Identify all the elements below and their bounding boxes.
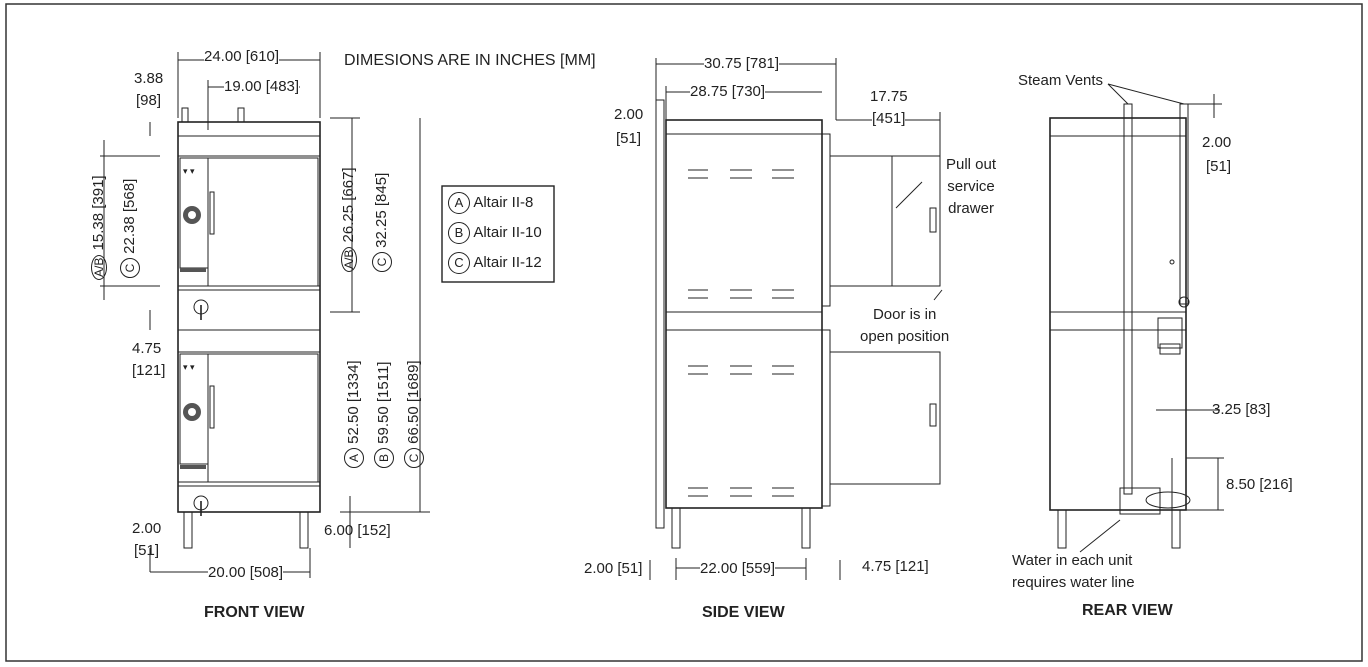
side-top-a: 2.00 — [614, 106, 644, 123]
front-h2-c-value: 32.25 [845] — [373, 172, 390, 248]
front-legh-b: [51] — [134, 542, 160, 559]
front-h-ab-value: 15.38 [391] — [90, 175, 107, 251]
rear-water-h: 8.50 [216] — [1226, 476, 1293, 493]
svg-text:▾ ▾: ▾ ▾ — [183, 166, 195, 176]
front-leg-span: 20.00 [508] — [208, 564, 284, 581]
side-w-total: 30.75 [781] — [704, 55, 780, 72]
front-tot-b: B 59.50 [1511] — [374, 362, 394, 468]
front-tot-a-value: 52.50 [1334] — [345, 360, 362, 444]
rear-top-a: 2.00 — [1202, 134, 1232, 151]
front-h-c-value: 22.38 [568] — [121, 178, 138, 254]
legend-model-a: Altair II-8 — [473, 194, 534, 211]
rear-view-title: REAR VIEW — [1082, 602, 1173, 619]
front-h2-ab: A/B 26.25 [667] — [340, 167, 357, 272]
front-tag-a: A — [344, 448, 364, 468]
water-note-line-2: requires water line — [1012, 574, 1135, 591]
legend-row-b: B Altair II-10 — [448, 222, 542, 244]
legend-letter-b: B — [448, 222, 470, 244]
front-tag-c: C — [120, 258, 140, 278]
front-tot-b-value: 59.50 [1511] — [375, 361, 392, 444]
front-leg-h: 6.00 [152] — [324, 522, 391, 539]
water-note-line-1: Water in each unit — [1012, 552, 1133, 569]
drawer-note-line-1: Pull out — [946, 156, 997, 173]
front-gap-a: 4.75 — [132, 340, 162, 357]
front-tot-c: C 66.50 [1689] — [404, 360, 424, 468]
units-note: DIMESIONS ARE IN INCHES [MM] — [344, 52, 596, 69]
door-note-line-2: open position — [860, 328, 950, 345]
side-bot-left: 2.00 [51] — [584, 560, 643, 577]
front-w-total: 24.00 [610] — [204, 48, 280, 65]
front-h2-ab-value: 26.25 [667] — [340, 167, 357, 243]
drawer-note-line-3: drawer — [948, 200, 994, 217]
side-top-b: [51] — [616, 130, 642, 147]
front-tag-b: B — [374, 448, 394, 468]
side-leg-span: 22.00 [559] — [700, 560, 776, 577]
front-view-title: FRONT VIEW — [204, 604, 305, 621]
door-note-line-1: Door is in — [872, 306, 937, 323]
rear-side-off: 3.25 [83] — [1212, 401, 1271, 418]
front-tag-c-3: C — [404, 448, 424, 468]
legend-row-a: A Altair II-8 — [448, 192, 533, 214]
side-view-title: SIDE VIEW — [702, 604, 785, 621]
front-h-ab: A/B 15.38 [391] — [90, 175, 107, 280]
front-view: ▾ ▾ ▾ ▾ — [100, 52, 430, 578]
rear-top-b: [51] — [1206, 158, 1232, 175]
legend-row-c: C Altair II-12 — [448, 252, 542, 274]
front-tag-ab-2: A/B — [341, 246, 357, 272]
front-tot-a: A 52.50 [1334] — [344, 360, 364, 468]
legend-letter-c: C — [448, 252, 470, 274]
side-door-note: Door is in open position — [860, 304, 949, 348]
legend-model-b: Altair II-10 — [473, 224, 542, 241]
rear-water-note: Water in each unit requires water line — [1012, 550, 1135, 594]
front-w-inner: 19.00 [483] — [224, 78, 300, 95]
drawer-note-line-2: service — [947, 178, 995, 195]
side-drawer-a: 17.75 — [870, 88, 908, 105]
front-tot-c-value: 66.50 [1689] — [405, 360, 422, 444]
front-h-c: C 22.38 [568] — [120, 179, 140, 278]
front-top-b: [98] — [136, 92, 162, 109]
front-top-a: 3.88 — [134, 70, 164, 87]
front-tag-c-2: C — [372, 252, 392, 272]
side-w-inner: 28.75 [730] — [690, 83, 766, 100]
front-gap-b: [121] — [132, 362, 166, 379]
side-drawer-note: Pull out service drawer — [946, 154, 996, 220]
rear-view — [1049, 83, 1224, 553]
legend-model-c: Altair II-12 — [473, 254, 542, 271]
legend-letter-a: A — [448, 192, 470, 214]
front-tag-ab: A/B — [91, 254, 107, 280]
side-drawer-b: [451] — [872, 110, 906, 127]
border-frame — [5, 3, 1363, 662]
svg-text:▾ ▾: ▾ ▾ — [183, 362, 195, 372]
rear-vents: Steam Vents — [1018, 72, 1104, 89]
front-legh-a: 2.00 — [132, 520, 162, 537]
side-bot-right: 4.75 [121] — [862, 558, 929, 575]
front-h2-c: C 32.25 [845] — [372, 173, 392, 272]
